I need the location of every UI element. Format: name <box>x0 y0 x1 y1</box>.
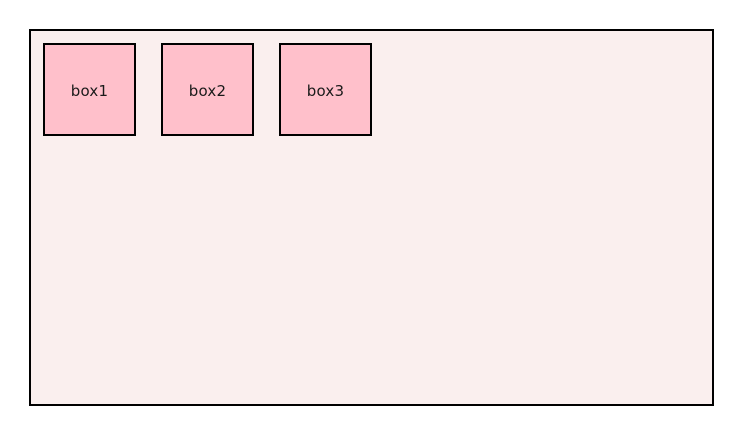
flex-item-label: box2 <box>188 82 227 100</box>
flex-item-label: box3 <box>306 82 345 100</box>
flex-item-box2[interactable]: box2 <box>161 43 254 136</box>
flex-container: box1 box2 box3 <box>29 29 714 406</box>
flex-item-box1[interactable]: box1 <box>43 43 136 136</box>
flex-item-label: box1 <box>70 82 109 100</box>
flex-item-box3[interactable]: box3 <box>279 43 372 136</box>
